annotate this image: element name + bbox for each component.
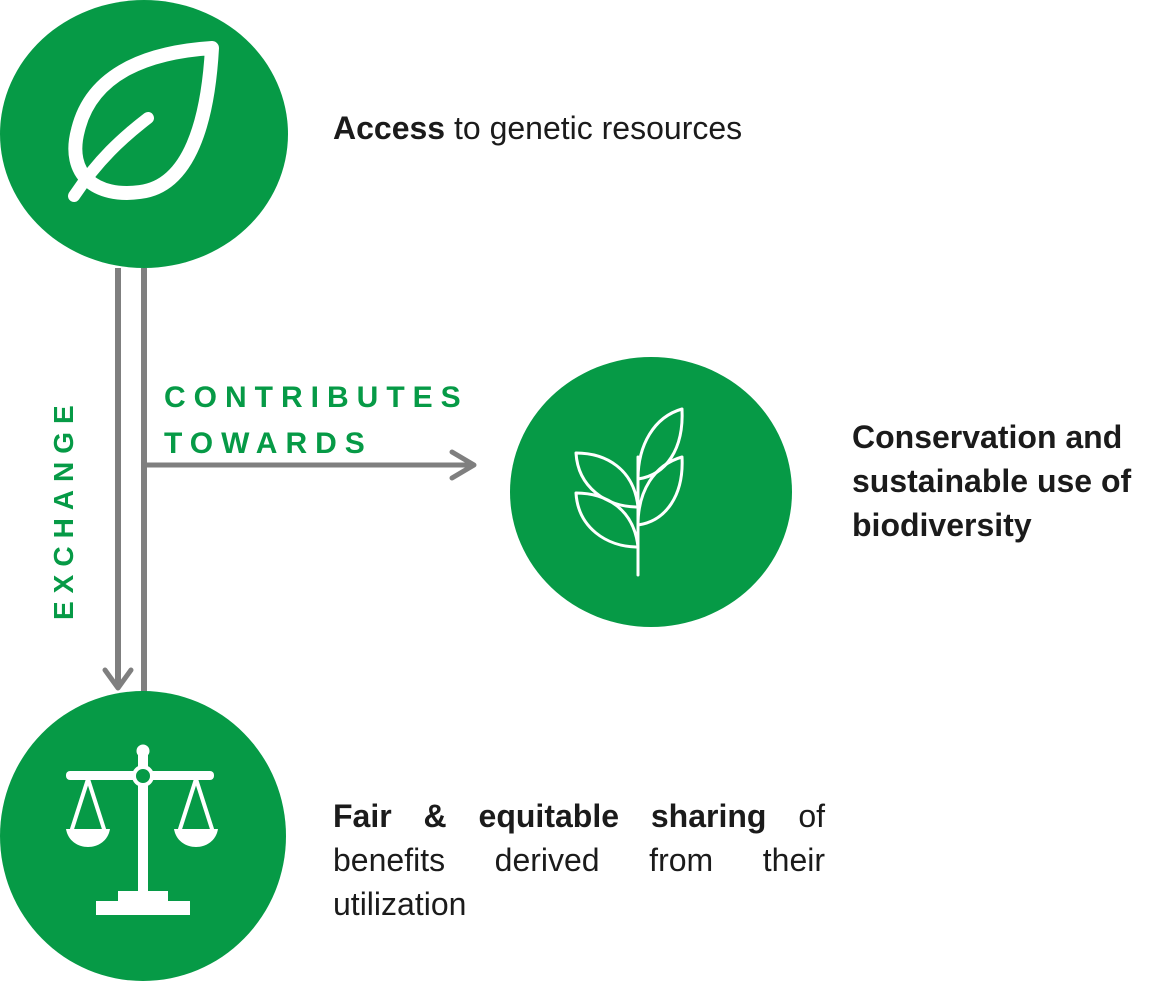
sharing-label-rest: of benefits derived from their utilizati… <box>333 798 826 922</box>
sprout-icon <box>574 407 684 577</box>
conservation-line-3: biodiversity <box>852 507 1032 543</box>
contributes-label: CONTRIBUTES TOWARDS <box>164 375 469 467</box>
contributes-line-2: TOWARDS <box>164 427 373 460</box>
access-node <box>0 0 288 268</box>
conservation-node <box>510 357 792 627</box>
access-label-rest: to genetic resources <box>445 110 743 146</box>
conservation-line-1: Conservation and <box>852 419 1123 455</box>
access-label-bold: Access <box>333 110 446 146</box>
exchange-label: EXCHANGE <box>48 397 79 620</box>
leaf-icon <box>68 41 219 202</box>
conservation-label: Conservation and sustainable use of biod… <box>852 415 1172 547</box>
access-label: Access to genetic resources <box>333 106 742 150</box>
sharing-label-bold: Fair & equitable sharing <box>333 798 767 834</box>
sharing-label: Fair & equitable sharing of benefits der… <box>333 794 825 926</box>
sharing-node <box>0 691 286 981</box>
contributes-line-1: CONTRIBUTES <box>164 381 469 414</box>
scales-icon <box>66 744 218 915</box>
conservation-line-2: sustainable use of <box>852 463 1132 499</box>
exchange-arrowhead <box>102 667 134 691</box>
contributes-arrowhead <box>449 449 477 481</box>
